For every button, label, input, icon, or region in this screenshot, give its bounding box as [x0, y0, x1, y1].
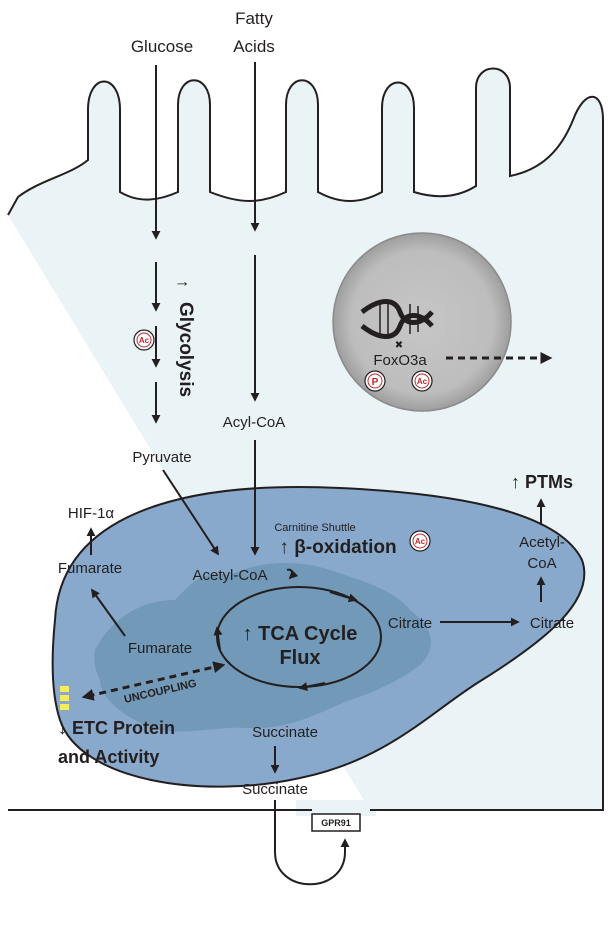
ac-badge-nucleus: Ac [411, 370, 433, 392]
succinate-cyto-label: Succinate [242, 781, 308, 798]
gpr91-receptor [311, 813, 361, 832]
fatty-acid-pathway [250, 62, 299, 580]
glucose-pathway [151, 65, 219, 556]
glycolysis-up-glyph: ↑ [174, 280, 191, 288]
tca-cycle-label-1: ↑ TCA Cycle [243, 623, 358, 645]
succinate-mito-label: Succinate [252, 724, 318, 741]
citrate-cyto-label: Citrate [530, 615, 574, 632]
glycolysis-label: Glycolysis [175, 302, 196, 397]
p-badge: P [364, 370, 386, 392]
dna-icon [360, 299, 434, 339]
svg-text:P: P [372, 377, 379, 388]
beta-oxidation-label: ↑ β-oxidation [279, 537, 396, 558]
succinate-receptor-loop [274, 800, 350, 886]
fumarate-mito-label: Fumarate [128, 640, 192, 657]
fatty-acids-label-1: Fatty [235, 9, 273, 28]
svg-text:Ac: Ac [415, 537, 426, 546]
svg-text:Ac: Ac [417, 377, 428, 386]
carnitine-label: Carnitine Shuttle [274, 522, 355, 534]
svg-text:Ac: Ac [139, 336, 150, 345]
tca-cycle-label-2: Flux [279, 647, 320, 669]
ptms-label: ↑ PTMs [511, 472, 573, 492]
fumarate-cyto-label: Fumarate [58, 560, 122, 577]
fumarate-export-arrow [90, 588, 126, 637]
acetyl-coa-cyto-label-2: CoA [527, 555, 556, 572]
ac-badge-mito: Ac [409, 530, 431, 552]
citrate-mito-label: Citrate [388, 615, 432, 632]
inhibit-mark: ✖ [395, 340, 403, 351]
acetyl-coa-cyto-label-1: Acetyl- [519, 534, 565, 551]
acyl-coa-label: Acyl-CoA [223, 414, 286, 431]
etc-complex-icon [60, 686, 69, 710]
pyruvate-label: Pyruvate [132, 449, 191, 466]
gpr91-label: GPR91 [321, 818, 351, 828]
etc-label-1: ↓ ETC Protein [58, 718, 175, 738]
hif-label: HIF-1α [68, 505, 115, 522]
fatty-acids-label-2: Acids [233, 37, 275, 56]
etc-label-2: and Activity [58, 747, 159, 767]
ac-badge-glycolysis: Ac [133, 329, 155, 351]
foxo3a-label: FoxO3a [373, 352, 427, 369]
glucose-label: Glucose [131, 37, 193, 56]
acetyl-coa-mito-label: Acetyl-CoA [192, 567, 267, 584]
